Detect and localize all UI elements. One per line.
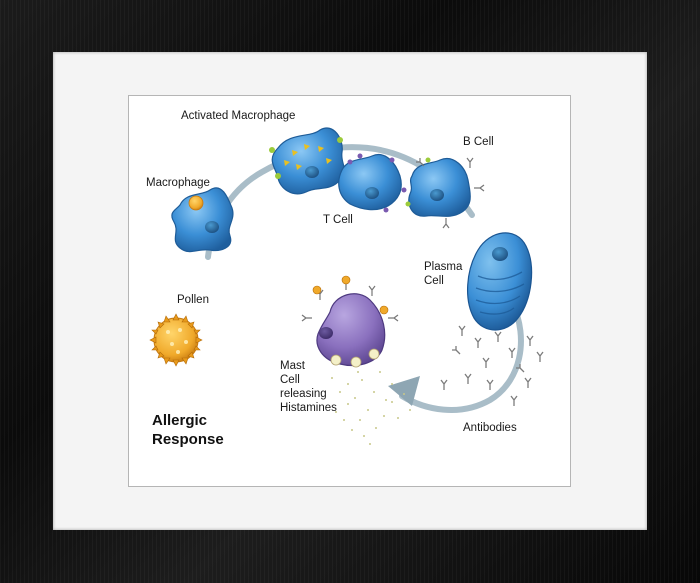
ige-receptors-icon: [301, 279, 399, 322]
nucleus-icon: [205, 221, 219, 233]
nucleus-icon: [430, 189, 444, 201]
bound-pollen-icon: [312, 275, 389, 315]
nucleus-icon: [365, 187, 379, 199]
label-antibodies: Antibodies: [463, 422, 517, 434]
label-pollen: Pollen: [177, 294, 209, 306]
label-t-cell: T Cell: [323, 214, 353, 226]
plasma-cell: [467, 232, 533, 331]
label-b-cell: B Cell: [463, 136, 494, 148]
b-cell: [405, 157, 485, 229]
antigen-markers-icon: [284, 144, 332, 170]
receptor-markers-icon: [347, 153, 407, 213]
label-macrophage: Macrophage: [146, 177, 210, 189]
nucleus-icon: [319, 327, 333, 339]
nucleus-icon: [305, 166, 319, 178]
diagram-title: Allergic Response: [152, 412, 224, 448]
macrophage-cell: [171, 187, 234, 253]
t-cell: [338, 153, 407, 213]
label-plasma-cell: Plasma Cell: [424, 261, 463, 287]
label-mast-cell: Mast Cell releasing Histamines: [280, 360, 337, 414]
histamine-granules-icon: [330, 348, 380, 368]
pollen-spikes-icon: [149, 313, 203, 367]
engulfed-pollen-icon: [188, 195, 204, 211]
endoplasmic-reticulum-icon: [475, 271, 525, 315]
arrow-head: [388, 376, 420, 406]
activated-macrophage-cell: [269, 127, 347, 195]
nucleus-icon: [492, 247, 508, 261]
antibody-receptors-icon: [416, 157, 485, 229]
antibodies-icon: [440, 325, 544, 406]
mast-cell: [301, 275, 411, 445]
pollen-grain: [149, 313, 203, 367]
histamine-particles-icon: [331, 371, 411, 445]
label-activated-macrophage: Activated Macrophage: [181, 110, 296, 122]
